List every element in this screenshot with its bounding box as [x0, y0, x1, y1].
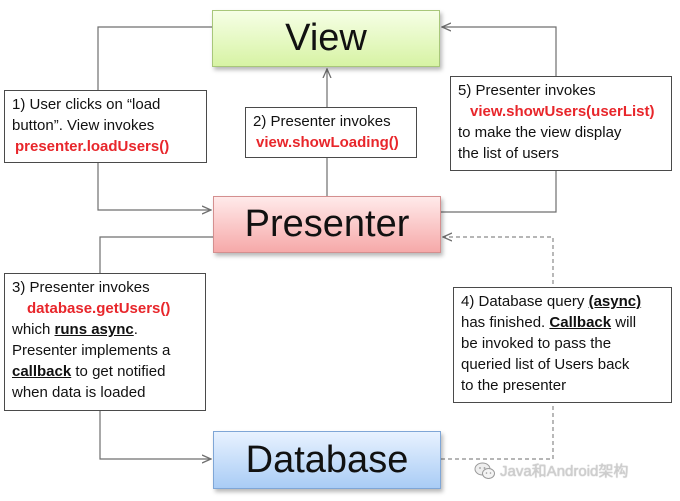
note-step-2-code: view.showLoading()	[256, 134, 399, 151]
note-step-3-runs-async: runs async	[54, 321, 134, 338]
note-step-3-code: database.getUsers()	[27, 300, 171, 317]
note-step-1-line-1: 1) User clicks on “load	[12, 96, 161, 113]
note-step-5: 5) Presenter invokes view.showUsers(user…	[450, 76, 672, 171]
note-step-1: 1) User clicks on “load button”. View in…	[4, 90, 207, 163]
note-step-4-line-1: 4) Database query	[461, 293, 589, 310]
note-step-4-line-5: to the presenter	[461, 377, 567, 394]
connector-database-to-presenter-callback	[441, 237, 554, 460]
note-step-2: 2) Presenter invokes view.showLoading()	[245, 107, 417, 158]
note-step-4-async: (async)	[588, 293, 642, 310]
database-node-label: Database	[245, 438, 409, 481]
note-step-4-line-3: be invoked to pass the	[461, 335, 612, 352]
note-step-3-line-5-rest: to get notified	[71, 363, 166, 380]
database-node: Database	[213, 431, 441, 489]
note-step-4: 4) Database query (async) has finished. …	[453, 287, 672, 403]
note-step-3-line-6: when data is loaded	[12, 384, 146, 401]
watermark-text: Java和Android架构	[500, 463, 629, 480]
watermark: Java和Android架构	[474, 460, 628, 481]
note-step-4-callback: Callback	[549, 314, 612, 331]
note-step-4-line-2-post: will	[611, 314, 637, 331]
note-step-3: 3) Presenter invokes database.getUsers()…	[4, 273, 206, 411]
wechat-icon	[474, 462, 495, 479]
note-step-3-which: which	[12, 321, 55, 338]
note-step-3-line-1: 3) Presenter invokes	[12, 279, 150, 296]
note-step-1-line-2: button”. View invokes	[12, 117, 155, 134]
view-node: View	[212, 10, 440, 67]
note-step-3-line-4: Presenter implements a	[12, 342, 171, 359]
presenter-node: Presenter	[213, 196, 441, 253]
view-node-label: View	[285, 17, 367, 59]
note-step-1-code: presenter.loadUsers()	[15, 138, 170, 155]
note-step-2-line-1: 2) Presenter invokes	[253, 113, 391, 130]
note-step-5-code: view.showUsers(userList)	[470, 103, 655, 120]
note-step-4-line-2-pre: has finished.	[461, 314, 550, 331]
presenter-node-label: Presenter	[244, 203, 410, 245]
note-step-4-line-4: queried list of Users back	[461, 356, 630, 373]
note-step-5-line-3: to make the view display	[458, 124, 622, 141]
note-step-3-period: .	[133, 321, 138, 338]
note-step-5-line-4: the list of users	[458, 145, 559, 162]
note-step-3-callback: callback	[12, 363, 72, 380]
note-step-5-line-1: 5) Presenter invokes	[458, 82, 596, 99]
